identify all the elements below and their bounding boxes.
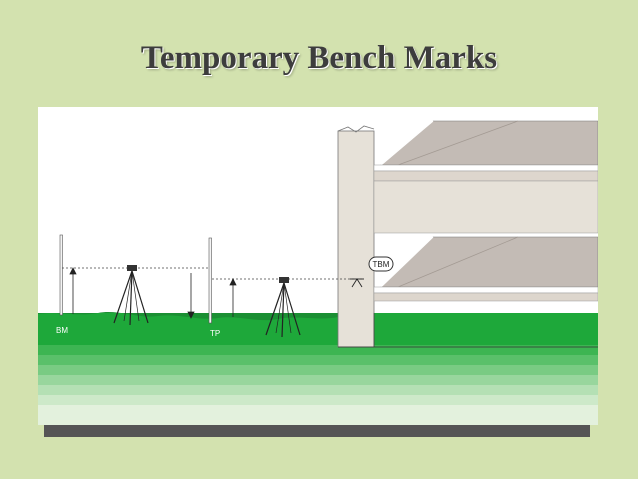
level-instrument-1 — [113, 265, 149, 326]
ground-surface — [38, 312, 338, 321]
tbm-mark — [350, 278, 364, 288]
backsight-arrow-1 — [69, 267, 77, 314]
ground-bands — [38, 313, 598, 425]
backsight-arrow-2 — [229, 278, 237, 317]
tbm-label: TBM — [373, 260, 390, 269]
staff-bm — [59, 234, 63, 316]
building — [337, 120, 598, 348]
staff-tp — [208, 237, 212, 324]
diagram-panel: TBM BM TP — [38, 107, 598, 425]
tp-label: TP — [210, 329, 220, 338]
slide-title: Temporary Bench Marks — [140, 40, 498, 76]
tbm-badge — [368, 256, 394, 272]
foresight-arrow-1 — [187, 273, 195, 319]
level-instrument-2 — [265, 277, 301, 338]
leveling-diagram: TBM BM TP — [38, 120, 598, 425]
bm-label: BM — [56, 326, 68, 335]
